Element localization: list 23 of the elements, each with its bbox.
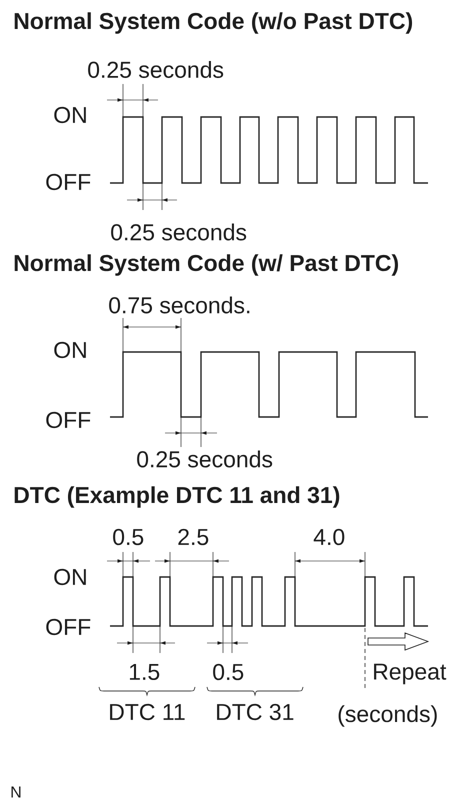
code-label: DTC 11 (110, 704, 185, 720)
state-label: OFF (46, 174, 90, 190)
duration-label: 0.75 seconds. (109, 296, 250, 314)
repeat-label: Repeat (374, 664, 446, 684)
code-label: DTC 31 (217, 704, 294, 720)
section-heading: DTC (Example DTC 11 and 31) (14, 486, 340, 508)
duration-label: 0.25 seconds (88, 61, 224, 78)
section-heading: Normal System Code (w/ Past DTC) (14, 254, 398, 276)
state-label: ON (54, 568, 86, 586)
state-label: OFF (46, 412, 90, 428)
corner-letter: N (12, 786, 20, 798)
duration-label: 4.0 (314, 528, 344, 546)
duration-label: 2.5 (178, 528, 208, 546)
unit-label: (seconds) (338, 705, 437, 727)
duration-label: 1.5 (130, 664, 160, 680)
state-label: OFF (46, 618, 90, 636)
section-heading: Normal System Code (w/o Past DTC) (14, 12, 412, 34)
state-label: ON (54, 106, 86, 124)
state-label: ON (54, 342, 86, 358)
duration-label: 0.5 (213, 664, 244, 680)
duration-label: 0.5 (113, 528, 144, 546)
duration-label: 0.25 seconds (137, 450, 272, 468)
duration-label: 0.25 seconds (111, 224, 246, 240)
